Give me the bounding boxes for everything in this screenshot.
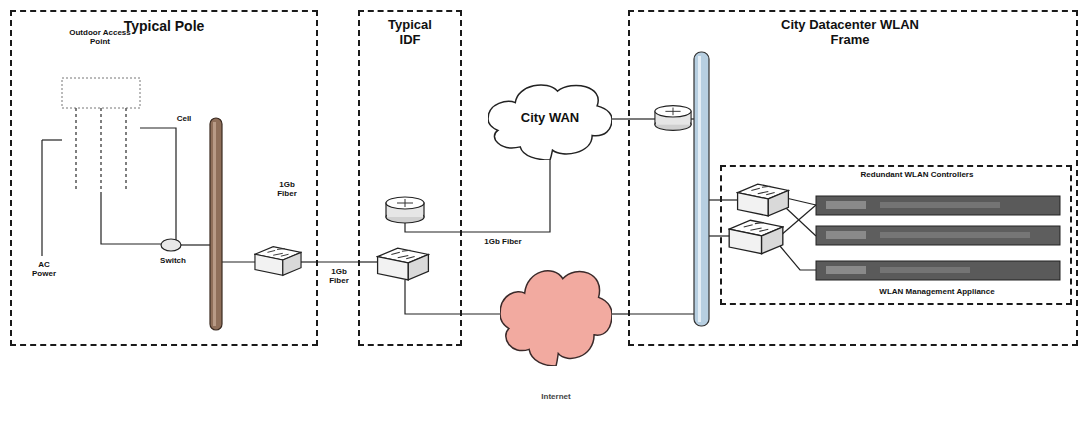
datacenter-router — [655, 106, 691, 131]
node-text: Redundant WLAN Controllers — [842, 170, 992, 179]
network-link — [612, 314, 628, 315]
link-line — [462, 160, 550, 232]
idf-router — [386, 197, 424, 223]
link-line — [612, 313, 628, 314]
node-text: Typical Pole — [12, 18, 316, 34]
node-text: Typical IDF — [376, 18, 444, 48]
node-text: Outdoor Access Point — [60, 28, 140, 46]
link-line — [612, 118, 628, 119]
pole-network-switch — [255, 247, 301, 276]
controller-group: Redundant WLAN ControllersWLAN Managemen… — [720, 165, 1072, 305]
controller-switch — [738, 184, 789, 216]
node-text: City WAN — [488, 111, 612, 126]
link-line — [462, 313, 500, 314]
device-label: Cell — [168, 114, 200, 123]
cloud-shape — [500, 262, 612, 366]
wan-cloud: City WAN — [488, 78, 612, 160]
pole-fiber-conduit — [210, 118, 222, 330]
device-label: Switch — [152, 256, 194, 265]
network-link — [462, 314, 500, 315]
idf-switch — [378, 248, 429, 280]
node-text: WLAN Management Appliance — [872, 287, 1002, 296]
link-label: 1Gb Fiber — [320, 267, 358, 285]
device-label: 1Gb Fiber — [270, 180, 304, 198]
region-frame: Typical PoleOutdoor Access Point — [10, 10, 318, 346]
antennas — [76, 108, 126, 192]
cloud-outline — [488, 85, 612, 160]
access-point-node: Outdoor Access Point — [50, 28, 150, 198]
pole-wiring — [42, 128, 318, 262]
device-label: AC Power — [26, 260, 62, 278]
network-link — [612, 119, 628, 120]
backbone-highlight — [698, 56, 701, 322]
link-line — [318, 261, 358, 262]
conduit-highlight — [213, 122, 216, 326]
cloud-outline — [500, 271, 612, 366]
network-link — [318, 262, 358, 263]
node-text: Internet — [500, 392, 612, 401]
region-frame: City Datacenter WLAN FrameRedundant WLAN… — [628, 10, 1078, 346]
idf-wiring — [358, 222, 462, 314]
access-point — [62, 78, 140, 108]
rack-units — [816, 196, 1060, 280]
node-text: City Datacenter WLAN Frame — [770, 18, 930, 48]
link-label: 1Gb Fiber — [468, 237, 538, 246]
network-link — [462, 160, 550, 232]
datacenter-wiring — [628, 119, 816, 314]
controller-switch — [729, 220, 783, 254]
region-frame: Typical IDF — [358, 10, 462, 346]
pole-switch — [161, 239, 181, 251]
datacenter-backbone — [694, 52, 709, 326]
internet-cloud: Internet — [500, 262, 612, 366]
